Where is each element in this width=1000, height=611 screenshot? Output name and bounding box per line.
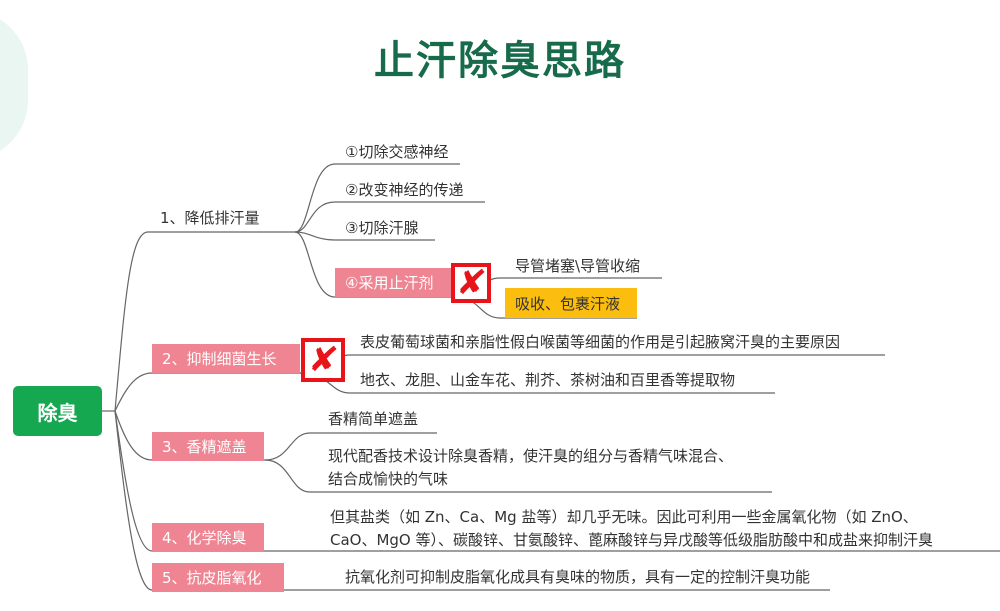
branch-1-child-4[interactable]: ④采用止汗剂 <box>335 268 455 297</box>
branch-1-label[interactable]: 1、降低排汗量 <box>160 209 260 227</box>
branch-4-label[interactable]: 4、化学除臭 <box>152 523 264 552</box>
root-label: 除臭 <box>37 400 78 425</box>
branch-2-child-1[interactable]: 表皮葡萄球菌和亲脂性假白喉菌等细菌的作用是引起腋窝汗臭的主要原因 <box>360 333 841 351</box>
x-glyph: ✘ <box>305 340 341 380</box>
branch-1-child-4-label: ④采用止汗剂 <box>345 274 434 292</box>
branch-4-text: 4、化学除臭 <box>162 529 247 547</box>
antiperspirant-sub-2-highlighted[interactable]: 吸收、包裹汗液 <box>505 288 637 318</box>
branch-2-label[interactable]: 2、抑制细菌生长 <box>152 344 300 373</box>
branch-2-child-2[interactable]: 地衣、龙胆、山金车花、荆芥、茶树油和百里香等提取物 <box>360 371 736 389</box>
branch-4-child-line-2[interactable]: CaO、MgO 等）、碳酸锌、甘氨酸锌、蓖麻酸锌与异戊酸等低级脂肪酸中和成盐来抑… <box>330 531 934 549</box>
branch-3-text: 3、香精遮盖 <box>162 438 247 456</box>
page-title: 止汗除臭思路 <box>374 38 626 84</box>
branch-5-label[interactable]: 5、抗皮脂氧化 <box>152 563 284 592</box>
branch-5-text: 5、抗皮脂氧化 <box>162 569 262 587</box>
branch-1-child-2[interactable]: ②改变神经的传递 <box>345 181 464 199</box>
x-glyph: ✘ <box>453 263 489 303</box>
root-node[interactable]: 除臭 <box>13 386 102 436</box>
branch-5-child[interactable]: 抗氧化剂可抑制皮脂氧化成具有臭味的物质，具有一定的控制汗臭功能 <box>345 568 811 586</box>
branch-3-label[interactable]: 3、香精遮盖 <box>152 432 264 461</box>
antiperspirant-sub-1[interactable]: 导管堵塞\导管收缩 <box>515 257 641 275</box>
x-mark-icon: ✘ <box>301 338 345 382</box>
branch-3-child-2-line-1[interactable]: 现代配香技术设计除臭香精，使汗臭的组分与香精气味混合、 <box>328 447 734 465</box>
branch-3-child-1[interactable]: 香精简单遮盖 <box>328 410 419 428</box>
x-mark-icon: ✘ <box>451 263 491 303</box>
branch-3-child-2-line-2[interactable]: 结合成愉快的气味 <box>328 470 449 488</box>
antiperspirant-sub-2-label: 吸收、包裹汗液 <box>515 294 621 313</box>
branch-1-child-1[interactable]: ①切除交感神经 <box>345 143 449 161</box>
branch-1-child-3[interactable]: ③切除汗腺 <box>345 219 419 237</box>
branch-4-child-line-1[interactable]: 但其盐类（如 Zn、Ca、Mg 盐等）却几乎无味。因此可利用一些金属氧化物（如 … <box>330 508 918 526</box>
branch-2-text: 2、抑制细菌生长 <box>162 350 277 368</box>
